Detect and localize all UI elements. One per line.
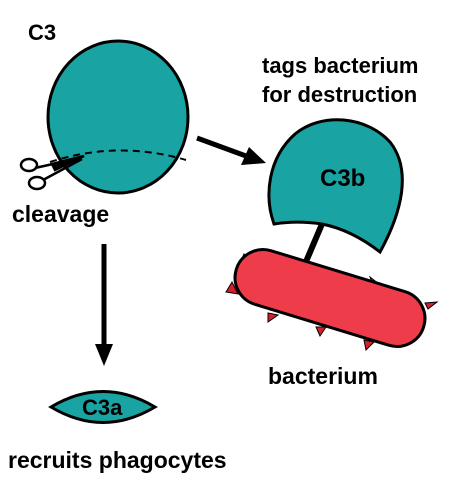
c3b-protein-shape bbox=[267, 118, 404, 255]
c3-protein-shape bbox=[46, 39, 190, 195]
cleavage-label: cleavage bbox=[12, 201, 109, 227]
arrow-to-c3a bbox=[95, 244, 113, 366]
tags-label-line2: for destruction bbox=[262, 82, 417, 107]
c3-label: C3 bbox=[28, 20, 56, 45]
recruits-label: recruits phagocytes bbox=[8, 447, 227, 473]
cleavage-line bbox=[49, 149, 187, 163]
bacterium-body bbox=[233, 248, 427, 348]
c3a-protein-shape bbox=[48, 390, 158, 424]
bacterium-label: bacterium bbox=[268, 363, 378, 389]
c3b-label: C3b bbox=[320, 165, 365, 192]
c3a-label: C3a bbox=[82, 395, 123, 420]
tags-label-line1: tags bacterium bbox=[262, 53, 419, 78]
c3b-stalk bbox=[302, 222, 325, 266]
scissors-icon bbox=[19, 154, 85, 191]
arrow-to-c3b bbox=[196, 135, 266, 165]
